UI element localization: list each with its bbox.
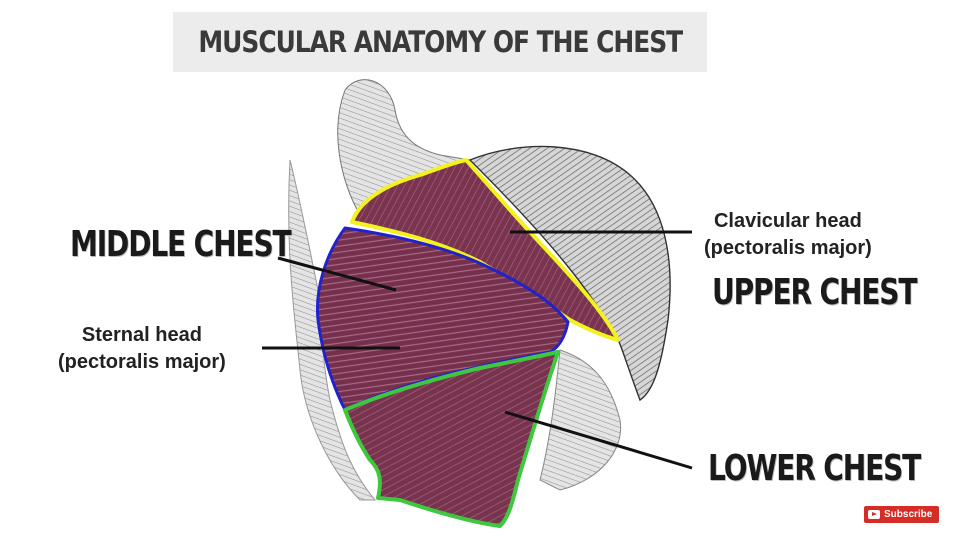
arm-muscles [539,349,622,491]
label-lower-chest: LOWER CHEST [708,448,921,489]
label-upper-chest: UPPER CHEST [712,272,918,313]
subscribe-button[interactable]: Subscribe [864,506,939,523]
deltoid-muscle [468,145,671,402]
clavicular-line-2: (pectoralis major) [704,237,872,259]
sternal-line-1: Sternal head [81,324,202,346]
rib-sketch [288,159,377,501]
neck-muscles [337,79,472,216]
label-clavicular-head: Clavicular head (pectoralis major) [704,208,872,262]
page-title: MUSCULAR ANATOMY OF THE CHEST [198,25,683,59]
lower-chest-region [343,350,560,528]
label-middle-chest: MIDDLE CHEST [70,224,292,265]
sternal-line-2: (pectoralis major) [58,351,226,373]
title-banner: MUSCULAR ANATOMY OF THE CHEST [173,12,707,72]
pointer-line-middle-chest [277,256,397,292]
label-sternal-head: Sternal head (pectoralis major) [58,322,226,376]
pointer-line-lower-chest [504,410,693,470]
clavicular-line-1: Clavicular head [713,210,862,232]
youtube-play-icon [868,510,880,519]
subscribe-label: Subscribe [884,509,933,520]
